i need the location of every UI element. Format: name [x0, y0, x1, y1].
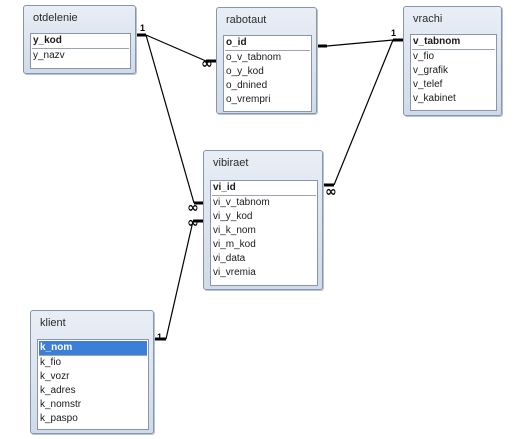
field-list[interactable]: y_kod y_nazv	[30, 33, 131, 69]
field-o-id[interactable]: o_id	[226, 37, 247, 48]
field-k-nom[interactable]: k_nom	[39, 341, 147, 355]
cardinality-many-label: ∞	[187, 215, 199, 231]
field-list[interactable]: o_id o_v_tabnom o_y_kod o_dnined o_vrempri	[223, 35, 312, 112]
table-vrachi[interactable]: vrachi v_tabnom v_fio v_grafik v_telef v_kab…	[403, 6, 502, 116]
field-vi-k-nom[interactable]: vi_k_nom	[213, 225, 256, 236]
table-title[interactable]: rabotaut	[226, 14, 267, 26]
cardinality-one-label: 1	[140, 23, 145, 33]
field-vi-id[interactable]: vi_id	[213, 182, 236, 193]
field-k-fio[interactable]: k_fio	[40, 357, 62, 368]
cardinality-one-label: 1	[391, 28, 396, 38]
field-o-y-kod[interactable]: o_y_kod	[226, 66, 264, 77]
field-v-telef[interactable]: v_telef	[413, 79, 443, 90]
field-y-nazv[interactable]: y_nazv	[33, 50, 65, 61]
table-vibiraet[interactable]: vibiraet vi_id vi_v_tabnom vi_y_kod vi_k_no…	[203, 150, 323, 290]
table-title[interactable]: vibiraet	[213, 157, 249, 169]
field-k-vozr[interactable]: k_vozr	[40, 371, 70, 382]
table-otdelenie[interactable]: otdelenie y_kod y_nazv	[23, 5, 136, 74]
field-v-tabnom[interactable]: v_tabnom	[413, 36, 461, 47]
field-vi-data[interactable]: vi_data	[213, 253, 246, 264]
table-title[interactable]: otdelenie	[33, 12, 78, 24]
field-v-kabinet[interactable]: v_kabinet	[413, 93, 456, 104]
relationship-line-klient-vibiraet[interactable]	[165, 220, 194, 340]
field-v-grafik[interactable]: v_grafik	[413, 65, 449, 76]
field-o-dnined[interactable]: o_dnined	[226, 80, 268, 91]
field-vi-y-kod[interactable]: vi_y_kod	[213, 211, 253, 222]
field-k-nomstr[interactable]: k_nomstr	[40, 399, 82, 410]
key-separator	[412, 49, 495, 50]
table-title[interactable]: klient	[40, 317, 66, 329]
relationship-line-otdelenie-vibiraet[interactable]	[145, 34, 195, 204]
key-separator	[212, 195, 316, 196]
cardinality-many-label: ∞	[201, 56, 213, 72]
key-separator	[225, 50, 310, 51]
field-y-kod[interactable]: y_kod	[33, 35, 62, 46]
key-separator	[32, 48, 129, 49]
field-v-fio[interactable]: v_fio	[413, 51, 435, 62]
cardinality-many-label: ∞	[325, 184, 337, 200]
cardinality-one-label: 1	[157, 332, 162, 342]
field-k-paspo[interactable]: k_paspo	[40, 413, 78, 424]
field-k-adres[interactable]: k_adres	[40, 385, 76, 396]
key-separator	[39, 355, 147, 356]
relationship-line-otdelenie-rabotaut[interactable]	[145, 34, 207, 62]
field-list[interactable]: v_tabnom v_fio v_grafik v_telef v_kabinet	[410, 34, 497, 111]
field-vi-vremia[interactable]: vi_vremia	[213, 267, 256, 278]
field-o-vrempri[interactable]: o_vrempri	[226, 94, 271, 105]
relationship-line-vrachi-vibiraet[interactable]	[333, 39, 394, 186]
relationship-line-vrachi-rabotaut[interactable]	[326, 39, 394, 47]
field-list[interactable]: vi_id vi_v_tabnom vi_y_kod vi_k_nom vi_m_kod…	[210, 180, 318, 286]
table-title[interactable]: vrachi	[413, 13, 443, 25]
cardinality-many-label: ∞	[187, 200, 199, 216]
field-o-v-tabnom[interactable]: o_v_tabnom	[226, 52, 282, 63]
field-list[interactable]: k_nom k_fio k_vozr k_adres k_nomstr k_paspo	[37, 339, 149, 430]
field-vi-m-kod[interactable]: vi_m_kod	[213, 239, 256, 250]
field-vi-v-tabnom[interactable]: vi_v_tabnom	[213, 197, 270, 208]
